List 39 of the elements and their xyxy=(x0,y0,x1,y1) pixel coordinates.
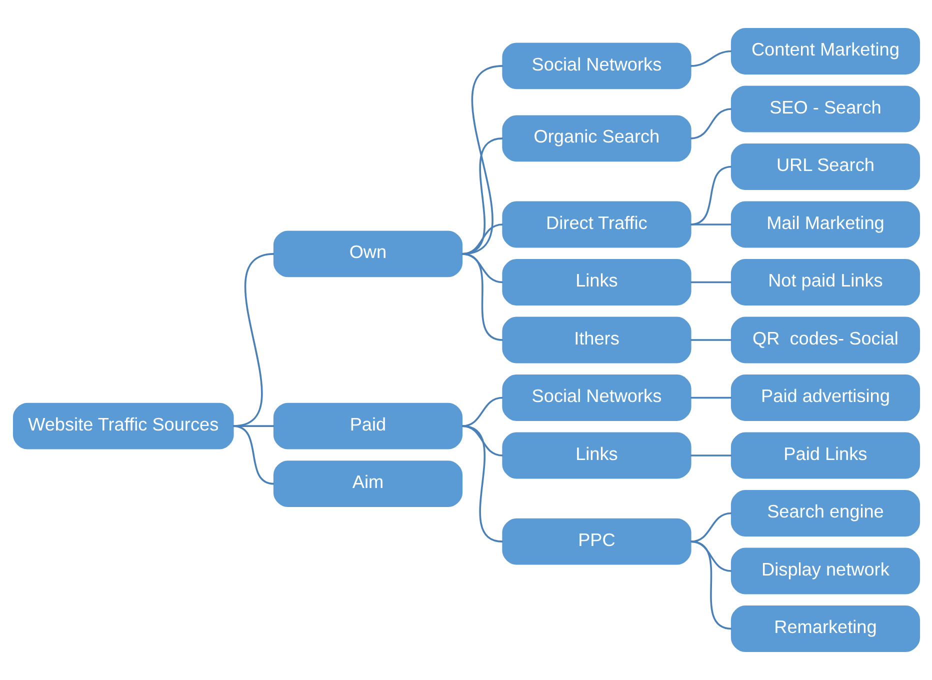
connector xyxy=(690,281,731,284)
node-box: Organic Search xyxy=(502,115,691,162)
node-box: Own xyxy=(272,230,462,278)
connector xyxy=(690,108,732,140)
connector xyxy=(690,512,732,542)
node-box: Remarketing xyxy=(730,606,920,652)
connector xyxy=(232,425,274,427)
node-box: QR codes- Social xyxy=(730,316,920,364)
node-box: Paid xyxy=(272,402,462,450)
node-box: Mail Marketing xyxy=(730,201,920,248)
connector xyxy=(690,50,732,67)
node-box: Website Traffic Sources xyxy=(12,402,234,450)
node-box: Not paid Links xyxy=(730,259,920,306)
node-box: Content Marketing xyxy=(730,28,920,74)
node-box: Aim xyxy=(272,460,462,508)
node-box: Links xyxy=(502,432,691,479)
node-box: Direct Traffic xyxy=(502,201,691,248)
connector xyxy=(232,253,274,427)
connector xyxy=(690,166,732,226)
node-box: SEO - Search xyxy=(730,86,920,132)
connector xyxy=(690,540,732,630)
connector xyxy=(461,425,502,542)
node-box: Links xyxy=(502,259,691,306)
connector xyxy=(461,396,502,427)
connector xyxy=(690,396,731,399)
node-box: Search engine xyxy=(730,490,920,536)
connector xyxy=(232,425,274,485)
node-box: URL Search xyxy=(730,144,920,190)
node-box: Ithers xyxy=(502,316,691,364)
connector xyxy=(690,339,731,341)
connector xyxy=(461,253,502,341)
node-box: Social Networks xyxy=(502,374,691,421)
node-box: Paid advertising xyxy=(730,374,920,421)
node-box: Paid Links xyxy=(730,432,920,479)
connector xyxy=(690,454,731,456)
node-box: Social Networks xyxy=(502,42,691,90)
node-box: Display network xyxy=(730,548,920,594)
connector xyxy=(690,224,731,226)
node-box: PPC xyxy=(502,518,691,565)
